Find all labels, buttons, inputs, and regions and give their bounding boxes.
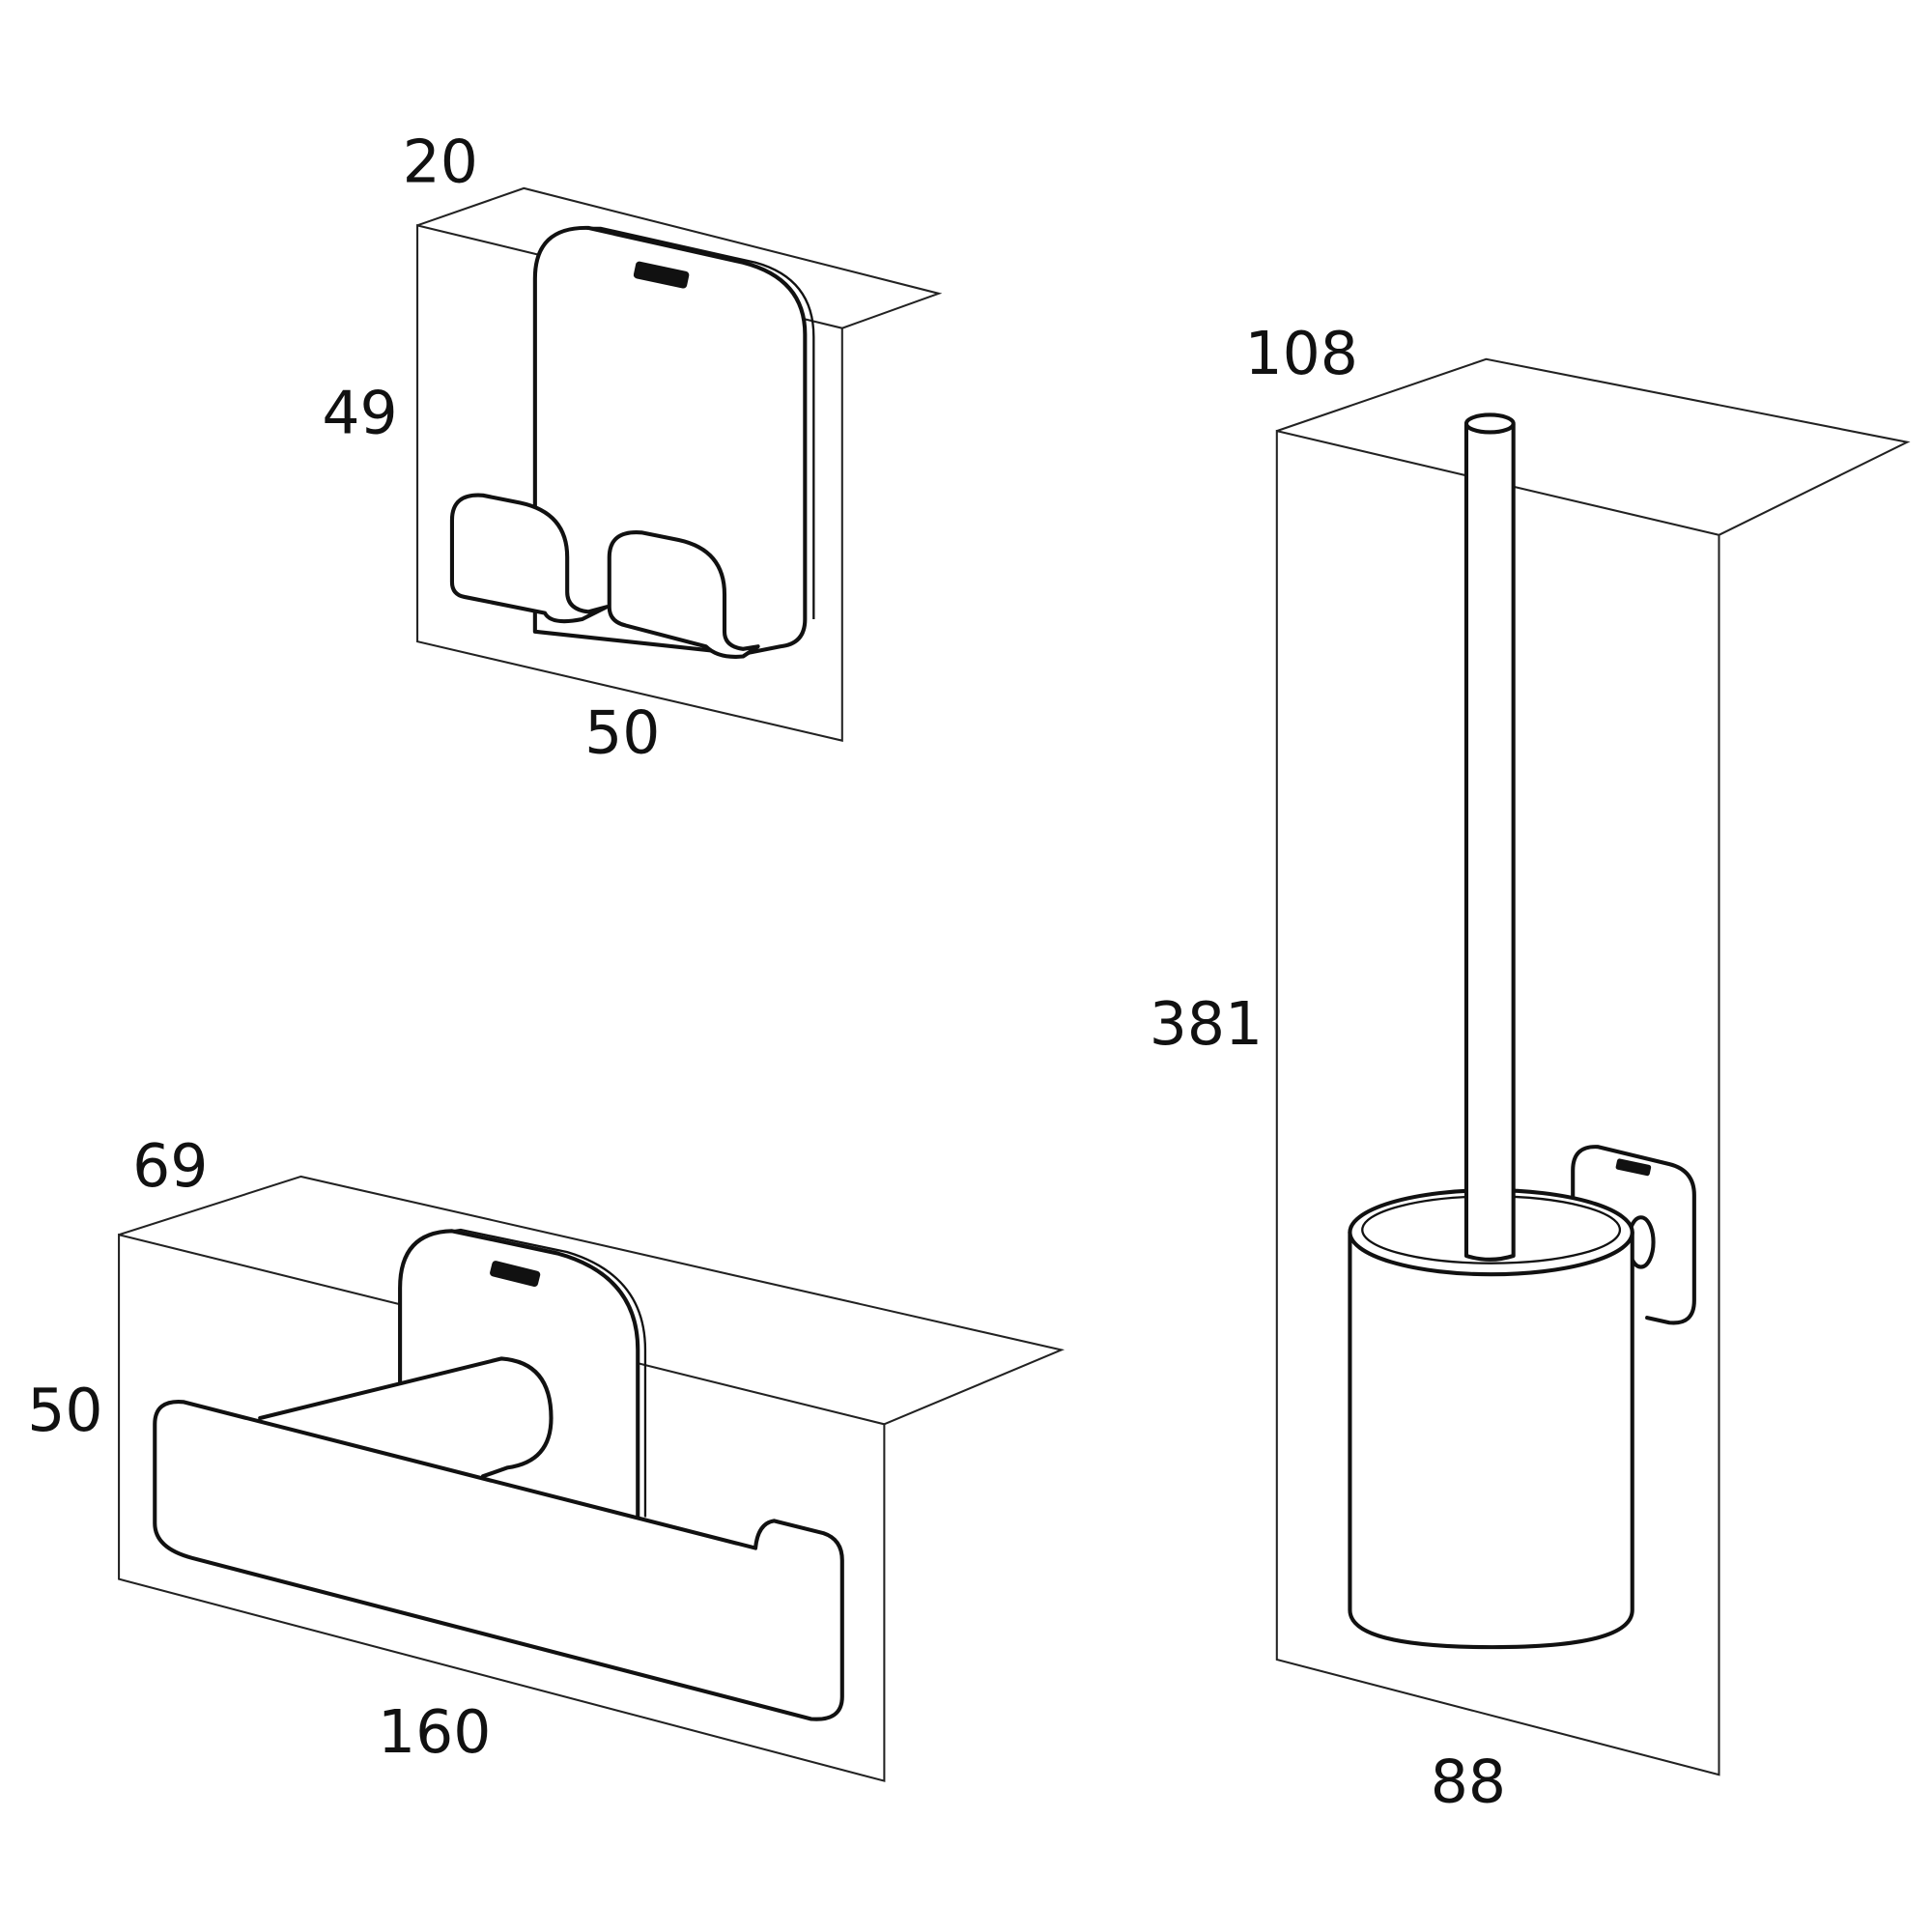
paper-holder-bar (153, 1400, 844, 1721)
toilet-brush-logo (1615, 1158, 1652, 1177)
paper-holder-width-label: 160 (378, 1697, 491, 1767)
hook-width-label: 50 (584, 697, 660, 767)
toilet-brush-holder-cup (1348, 1230, 1634, 1650)
toilet-brush-group: 108 381 88 (1150, 319, 1911, 1816)
toilet-brush-width-label: 88 (1431, 1747, 1506, 1816)
paper-holder-backplate-edge (451, 1228, 647, 1518)
paper-holder-arm (258, 1356, 554, 1479)
toilet-brush-depth-label: 108 (1244, 319, 1357, 388)
hook-backplate (532, 225, 808, 656)
paper-holder-height-label: 50 (27, 1376, 102, 1445)
paper-holder-logo (490, 1261, 541, 1288)
hook-wall-box-top (416, 186, 943, 329)
toilet-brush-wall-box-top (1276, 357, 1911, 536)
toilet-brush-handle-top (1463, 412, 1516, 435)
toilet-brush-height-label: 381 (1150, 989, 1263, 1059)
hook-left-hook (449, 493, 610, 624)
hook-right-hook (607, 530, 760, 659)
hook-depth-label: 20 (403, 127, 478, 196)
toilet-brush-handle (1463, 422, 1516, 1262)
paper-holder-depth-label: 69 (132, 1131, 208, 1201)
hook-backplate-edge (587, 226, 815, 620)
paper-holder-wall-box-top (118, 1175, 1065, 1426)
hook-logo (633, 261, 690, 289)
hook-height-label: 49 (322, 379, 397, 448)
hook-group: 20 49 50 (322, 127, 943, 767)
toilet-brush-wall-box-front (1275, 429, 1720, 1776)
paper-holder-group: 69 50 160 (27, 1131, 1065, 1782)
